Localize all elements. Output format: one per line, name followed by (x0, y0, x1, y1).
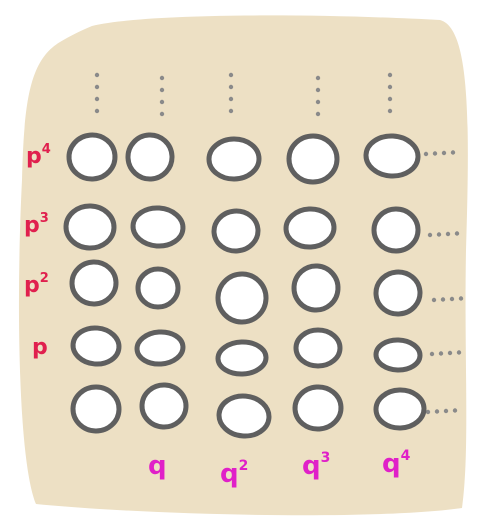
lattice-point (215, 339, 269, 377)
col-label-q: q (148, 451, 167, 481)
continuation-dot (452, 408, 458, 413)
continuation-dot (431, 297, 437, 303)
continuation-dot (387, 84, 393, 90)
lattice-point (66, 132, 118, 182)
lattice-points (63, 132, 427, 439)
continuation-dot (228, 84, 234, 90)
continuation-dot (159, 99, 165, 105)
lattice-point (373, 269, 423, 317)
continuation-dot (94, 72, 100, 78)
continuation-dot (425, 409, 431, 415)
continuation-dot (449, 296, 455, 302)
lattice-point (70, 325, 122, 367)
lattice-point (371, 206, 421, 254)
row-label-p4: p4 (26, 142, 51, 169)
horizontal-continuation-dots (423, 150, 464, 415)
col-label-q4: q4 (382, 448, 411, 479)
row-label-p2-exp: 2 (40, 271, 49, 286)
continuation-dot (159, 87, 165, 93)
continuation-dot (429, 351, 435, 357)
lattice-point (63, 203, 117, 251)
continuation-dot (440, 297, 446, 302)
continuation-dot (94, 108, 100, 114)
continuation-dot (441, 150, 447, 156)
row-label-p4-exp: 4 (42, 142, 51, 157)
lattice-point (363, 133, 421, 179)
lattice-point (135, 266, 181, 310)
row-label-p2-base: p (24, 273, 40, 298)
row-labels: p4 p3 p2 p (24, 142, 51, 360)
continuation-dot (456, 350, 462, 355)
lattice-point (134, 329, 186, 367)
continuation-dot (315, 87, 321, 93)
row-label-p: p (32, 335, 48, 360)
lattice-point (70, 384, 122, 434)
continuation-dot (159, 75, 165, 81)
row-label-p3-base: p (24, 213, 40, 238)
continuation-dot (445, 231, 451, 237)
continuation-dot (387, 72, 393, 78)
lattice-point (283, 206, 337, 250)
continuation-dot (315, 75, 321, 81)
continuation-dot (228, 96, 234, 102)
col-label-q2-base: q (220, 459, 239, 489)
lattice-point (373, 387, 427, 431)
continuation-dot (458, 296, 464, 301)
continuation-dot (443, 408, 449, 414)
continuation-dot (450, 150, 456, 155)
continuation-dot (438, 351, 444, 356)
continuation-dot (159, 111, 165, 117)
col-label-q-base: q (148, 451, 167, 481)
lattice-point (292, 384, 344, 432)
continuation-dot (228, 108, 234, 114)
row-label-p-base: p (32, 335, 48, 360)
col-label-q3-base: q (302, 451, 321, 481)
continuation-dot (423, 151, 429, 157)
row-label-p2: p2 (24, 271, 49, 298)
lattice-point (139, 382, 189, 430)
row-label-p3-exp: 3 (40, 211, 49, 226)
col-label-q3-exp: 3 (321, 450, 331, 466)
row-label-p3: p3 (24, 211, 49, 238)
lattice-point (69, 259, 119, 307)
lattice-point (373, 337, 423, 373)
lattice-point (130, 205, 186, 249)
continuation-dot (436, 232, 442, 237)
continuation-dot (315, 99, 321, 105)
lattice-point (211, 208, 261, 254)
continuation-dot (447, 350, 453, 356)
col-label-q3: q3 (302, 450, 330, 481)
lattice-point (125, 132, 175, 182)
col-label-q4-base: q (382, 449, 401, 479)
lattice-point (293, 327, 343, 369)
lattice-point (286, 133, 340, 185)
continuation-dot (434, 409, 440, 414)
lattice-point (215, 271, 269, 325)
column-labels: q q2 q3 q4 (148, 448, 411, 489)
col-label-q4-exp: 4 (401, 448, 411, 464)
col-label-q2: q2 (220, 458, 248, 489)
lattice-point (291, 263, 341, 313)
continuation-dot (94, 84, 100, 90)
continuation-dot (387, 108, 393, 114)
continuation-dot (228, 72, 234, 78)
continuation-dot (387, 96, 393, 102)
continuation-dot (427, 232, 433, 238)
background-blob (18, 15, 468, 516)
continuation-dot (315, 111, 321, 117)
lattice-point (216, 393, 272, 439)
col-label-q2-exp: 2 (239, 458, 249, 474)
row-label-p4-base: p (26, 144, 42, 169)
vertical-continuation-dots (94, 72, 393, 117)
continuation-dot (432, 151, 438, 156)
continuation-dot (94, 96, 100, 102)
continuation-dot (454, 231, 460, 236)
lattice-point (206, 136, 262, 182)
